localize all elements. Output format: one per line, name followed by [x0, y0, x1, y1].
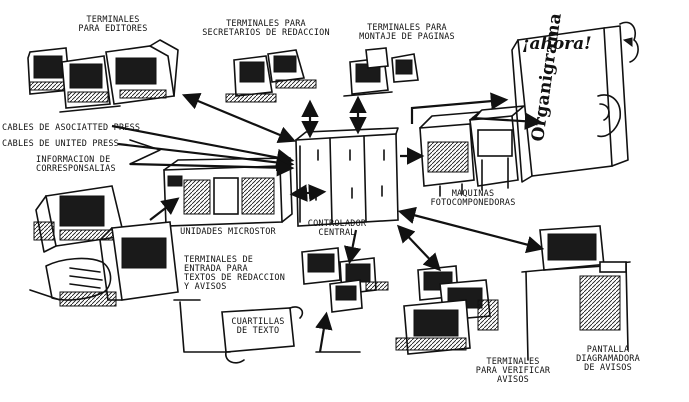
label-line: CORRESPONSALIAS — [36, 164, 116, 174]
secretary-terminals — [225, 49, 317, 103]
label-line: PANTALLA — [586, 345, 630, 355]
label-line: CONTROLADOR — [307, 219, 367, 229]
label-secretary-terminals: TERMINALES PARA SECRETARIOS DE REDACCION — [196, 20, 336, 38]
label-up-cables: CABLES DE UNITED PRESS — [2, 140, 119, 149]
label-line: DE TEXTO — [236, 326, 280, 336]
text-sheets — [221, 306, 304, 364]
input-terminal — [29, 185, 179, 307]
newspaper-figure — [511, 21, 639, 183]
label-verification-terminals: TERMINALES PARA VERIFICAR AVISOS — [470, 358, 556, 385]
label-line: PARA VERIFICAR — [475, 366, 551, 376]
label-text-sheets: CUARTILLAS DE TEXTO — [226, 318, 290, 336]
photocomposition-machines — [419, 105, 525, 197]
label-input-terminals: TERMINALES DE ENTRADA PARA TEXTOS DE RED… — [184, 256, 285, 292]
label-photocomposers: MAQUINAS FOTOCOMPONEDORAS — [418, 190, 528, 208]
label-line: TERMINALES DE — [184, 255, 254, 265]
label-line: DE AVISOS — [584, 363, 632, 373]
label-line: ENTRADA PARA — [184, 264, 248, 274]
label-microstor: UNIDADES MICROSTOR — [178, 228, 278, 237]
microstor-units — [163, 157, 293, 227]
label-line: TERMINALES PARA — [226, 19, 306, 29]
label-line: MAQUINAS — [451, 189, 495, 199]
ad-layout-screen — [521, 225, 631, 361]
label-line: CUARTILLAS — [231, 317, 285, 327]
label-ad-layout-screen: PANTALLA DIAGRAMADORA DE AVISOS — [568, 346, 648, 373]
ahora-heading: ¡ahora! — [522, 34, 592, 54]
editor-terminals — [27, 39, 179, 113]
label-line: UNIDADES MICROSTOR — [180, 227, 276, 237]
label-line: SECRETARIOS DE REDACCION — [202, 28, 330, 38]
label-line: DIAGRAMADORA — [576, 354, 640, 364]
label-ap-cables: CABLES DE ASOCIATTED PRESS — [2, 124, 140, 133]
label-line: FOTOCOMPONEDORAS — [430, 198, 516, 208]
label-correspondents: INFORMACION DE CORRESPONSALIAS — [36, 156, 116, 174]
label-line: INFORMACION DE — [36, 155, 111, 165]
label-line: MONTAJE DE PAGINAS — [359, 32, 455, 42]
central-controller-cabinet — [295, 127, 399, 227]
label-line: Y AVISOS — [184, 282, 227, 292]
label-central-controller: CONTROLADOR CENTRAL — [300, 220, 374, 238]
label-editor-terminals: TERMINALES PARA EDITORES — [68, 16, 158, 34]
ad-verification-terminals — [395, 265, 499, 355]
central-small-terminals — [301, 247, 389, 313]
label-line: TERMINALES — [86, 15, 140, 25]
layout-terminals — [343, 47, 419, 97]
label-line: TERMINALES — [486, 357, 540, 367]
label-line: CENTRAL — [318, 228, 356, 238]
label-line: CABLES DE ASOCIATTED PRESS — [2, 123, 141, 133]
label-line: TERMINALES PARA — [367, 23, 447, 33]
label-line: TEXTOS DE REDACCION — [184, 273, 286, 283]
label-line: CABLES DE UNITED PRESS — [2, 139, 119, 149]
connection-arrows — [111, 92, 545, 353]
label-line: AVISOS — [497, 375, 529, 385]
label-layout-terminals: TERMINALES PARA MONTAJE DE PAGINAS — [352, 24, 462, 42]
label-line: PARA EDITORES — [78, 24, 148, 34]
